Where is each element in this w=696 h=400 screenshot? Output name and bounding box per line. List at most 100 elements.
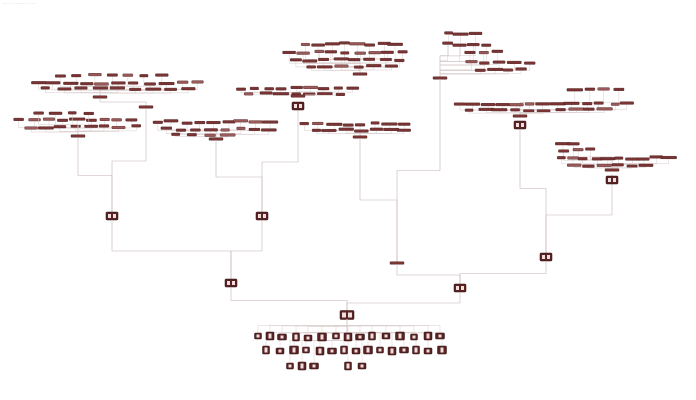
node-label-box[interactable] [233, 119, 248, 123]
hub-node[interactable] [255, 211, 269, 221]
node-label-box[interactable] [577, 157, 588, 161]
node-label-box[interactable] [261, 128, 277, 132]
hub-node[interactable] [291, 101, 305, 111]
node-label-box[interactable] [48, 111, 63, 115]
node-label-box[interactable] [354, 123, 366, 127]
node-label-box[interactable] [333, 86, 343, 90]
node-label-box[interactable] [98, 124, 110, 128]
node-label-box[interactable] [311, 43, 325, 47]
node-label-box[interactable] [317, 92, 333, 96]
node-label-box[interactable] [138, 105, 154, 109]
node-label-box[interactable] [324, 42, 340, 46]
node-label-box[interactable] [191, 80, 204, 84]
node-label-box[interactable] [495, 103, 510, 107]
node-label-box[interactable] [398, 122, 411, 126]
node-label-box[interactable] [111, 118, 122, 122]
node-label-box[interactable] [333, 57, 349, 61]
node-label-box[interactable] [321, 129, 337, 133]
node-label-box[interactable] [92, 86, 109, 90]
node-label-box[interactable] [614, 156, 624, 160]
node-label-box[interactable] [389, 261, 405, 265]
node-label-box[interactable] [349, 42, 366, 46]
node-label-box[interactable] [510, 108, 520, 112]
node-label-box[interactable] [515, 67, 527, 71]
node-label-box[interactable] [194, 121, 206, 125]
node-label-box[interactable] [111, 126, 126, 130]
node-label-box[interactable] [452, 32, 469, 36]
node-label-box[interactable] [381, 122, 398, 126]
node-label-box[interactable] [314, 49, 325, 53]
node-label-box[interactable] [317, 87, 330, 91]
node-label-box[interactable] [312, 121, 324, 125]
node-label-box[interactable] [80, 82, 94, 86]
node-label-box[interactable] [68, 117, 86, 121]
node-label-box[interactable] [342, 123, 354, 127]
node-label-box[interactable] [363, 57, 375, 61]
node-label-box[interactable] [220, 128, 230, 132]
node-label-box[interactable] [464, 108, 474, 112]
node-label-box[interactable] [68, 111, 77, 115]
node-label-box[interactable] [465, 102, 481, 106]
node-label-box[interactable] [479, 61, 490, 65]
hub-node[interactable] [605, 175, 619, 185]
node-label-box[interactable] [524, 102, 535, 106]
node-label-box[interactable] [38, 126, 54, 130]
node-label-box[interactable] [158, 82, 175, 86]
node-label-box[interactable] [33, 111, 44, 115]
node-label-box[interactable] [248, 127, 261, 131]
node-label-box[interactable] [626, 164, 638, 168]
node-label-box[interactable] [509, 103, 524, 107]
node-label-box[interactable] [282, 50, 296, 54]
node-label-box[interactable] [300, 42, 310, 46]
node-label-box[interactable] [111, 81, 126, 85]
node-label-box[interactable] [523, 109, 535, 113]
node-label-box[interactable] [567, 163, 582, 167]
node-label-box[interactable] [453, 102, 466, 106]
node-label-box[interactable] [125, 118, 138, 122]
node-label-box[interactable] [303, 85, 318, 89]
node-label-box[interactable] [352, 72, 368, 76]
node-label-box[interactable] [619, 101, 634, 105]
node-label-box[interactable] [160, 126, 172, 130]
node-label-box[interactable] [86, 118, 97, 122]
node-label-box[interactable] [181, 87, 196, 91]
node-label-box[interactable] [625, 157, 640, 161]
node-label-box[interactable] [290, 85, 303, 89]
node-label-box[interactable] [366, 64, 382, 68]
node-label-box[interactable] [316, 65, 333, 69]
node-label-box[interactable] [556, 156, 566, 160]
node-label-box[interactable] [42, 117, 56, 121]
node-label-box[interactable] [24, 126, 38, 130]
node-label-box[interactable] [259, 91, 273, 95]
node-label-box[interactable] [397, 50, 408, 54]
node-label-box[interactable] [71, 74, 82, 78]
node-label-box[interactable] [290, 94, 306, 98]
node-label-box[interactable] [45, 81, 61, 85]
node-label-box[interactable] [99, 117, 110, 121]
node-label-box[interactable] [481, 43, 492, 47]
node-label-box[interactable] [177, 80, 189, 84]
node-label-box[interactable] [40, 86, 50, 90]
node-label-box[interactable] [171, 132, 181, 136]
node-label-box[interactable] [487, 67, 504, 71]
node-label-box[interactable] [502, 68, 514, 72]
node-label-box[interactable] [208, 137, 224, 141]
node-label-box[interactable] [364, 43, 376, 47]
node-label-box[interactable] [306, 65, 316, 69]
hub-node[interactable] [105, 211, 119, 221]
node-label-box[interactable] [57, 87, 72, 91]
hub-node[interactable] [453, 283, 467, 293]
node-label-box[interactable] [70, 134, 86, 138]
node-label-box[interactable] [369, 127, 384, 131]
node-label-box[interactable] [324, 50, 337, 54]
node-label-box[interactable] [296, 51, 310, 55]
node-label-box[interactable] [535, 102, 550, 106]
node-label-box[interactable] [70, 124, 81, 128]
node-label-box[interactable] [206, 121, 221, 125]
node-label-box[interactable] [163, 119, 179, 123]
node-label-box[interactable] [582, 102, 593, 106]
node-label-box[interactable] [600, 157, 616, 161]
node-label-box[interactable] [582, 164, 595, 168]
node-label-box[interactable] [379, 58, 392, 62]
node-label-box[interactable] [144, 82, 156, 86]
